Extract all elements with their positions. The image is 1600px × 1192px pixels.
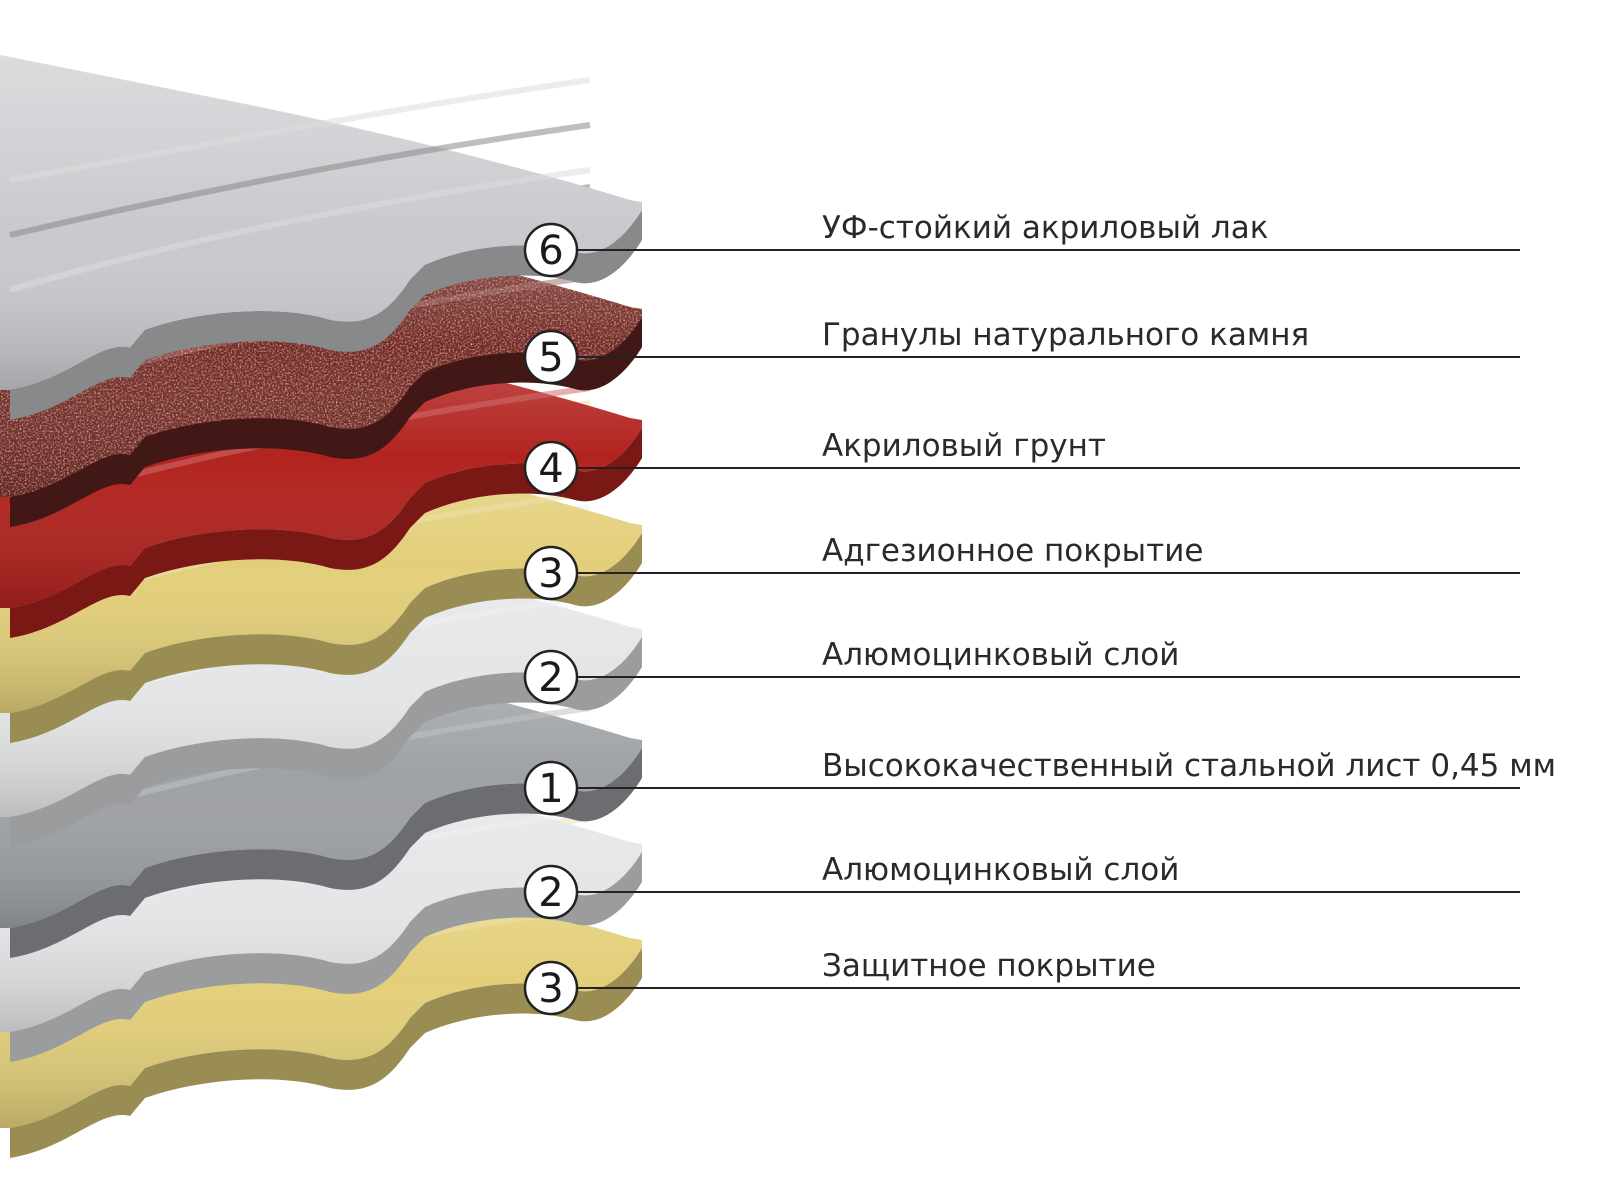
- layer-number-badge: 1: [523, 760, 579, 816]
- tile-front-edge: [10, 748, 642, 958]
- badge-number: 6: [538, 228, 563, 274]
- layer-number-badge: 5: [523, 329, 579, 385]
- tile-front-edge: [10, 533, 642, 743]
- layer-label: Гранулы натурального камня: [822, 317, 1309, 353]
- badge-circle: [523, 864, 579, 920]
- badge-circle: [523, 222, 579, 278]
- badge-circle: [523, 440, 579, 496]
- layer-label: Адгезионное покрытие: [822, 533, 1203, 569]
- badge-number: 2: [538, 870, 563, 916]
- badge-circle: [523, 545, 579, 601]
- layer-label: Акриловый грунт: [822, 428, 1106, 464]
- tile-layer-1: [0, 55, 642, 420]
- layer-label: Алюмоцинковый слой: [822, 637, 1179, 673]
- layer-label: Защитное покрытие: [822, 948, 1156, 984]
- badge-number: 2: [538, 655, 563, 701]
- tile-ridge-line: [9, 77, 591, 183]
- layer-number-badge: 6: [523, 222, 579, 278]
- badge-circle: [523, 649, 579, 705]
- badge-number: 4: [538, 446, 563, 492]
- badge-circle: [523, 329, 579, 385]
- layer-number-badge: 2: [523, 864, 579, 920]
- layer-number-badge: 3: [523, 545, 579, 601]
- tile-ridge-line: [9, 122, 591, 238]
- layer-number-badge: 4: [523, 440, 579, 496]
- tile-layer-stack: [0, 55, 642, 1158]
- tile-ridge-line: [9, 167, 591, 293]
- layer-label: Высококачественный стальной лист 0,45 мм: [822, 748, 1556, 784]
- badge-number: 3: [538, 551, 563, 597]
- layer-label: Алюмоцинковый слой: [822, 852, 1179, 888]
- tile-top-gloss: [0, 55, 642, 390]
- leader-lines: [551, 249, 1520, 989]
- tile-front-edge: [10, 210, 642, 420]
- stone-granule-edge: [10, 317, 642, 527]
- tile-front-edge: [10, 852, 642, 1062]
- badge-number: 3: [538, 966, 563, 1012]
- layer-number-badges: 6 5 4 3 2 1 2 3: [523, 222, 579, 1016]
- layer-number-badge: 3: [523, 960, 579, 1016]
- tile-front-edge: [10, 428, 642, 638]
- badge-number: 1: [538, 766, 563, 812]
- badge-circle: [523, 960, 579, 1016]
- badge-circle: [523, 760, 579, 816]
- layer-number-badge: 2: [523, 649, 579, 705]
- tile-front-edge: [10, 948, 642, 1158]
- tile-front-edge: [10, 637, 642, 847]
- layer-label: УФ-стойкий акриловый лак: [822, 210, 1268, 246]
- badge-number: 5: [538, 335, 563, 381]
